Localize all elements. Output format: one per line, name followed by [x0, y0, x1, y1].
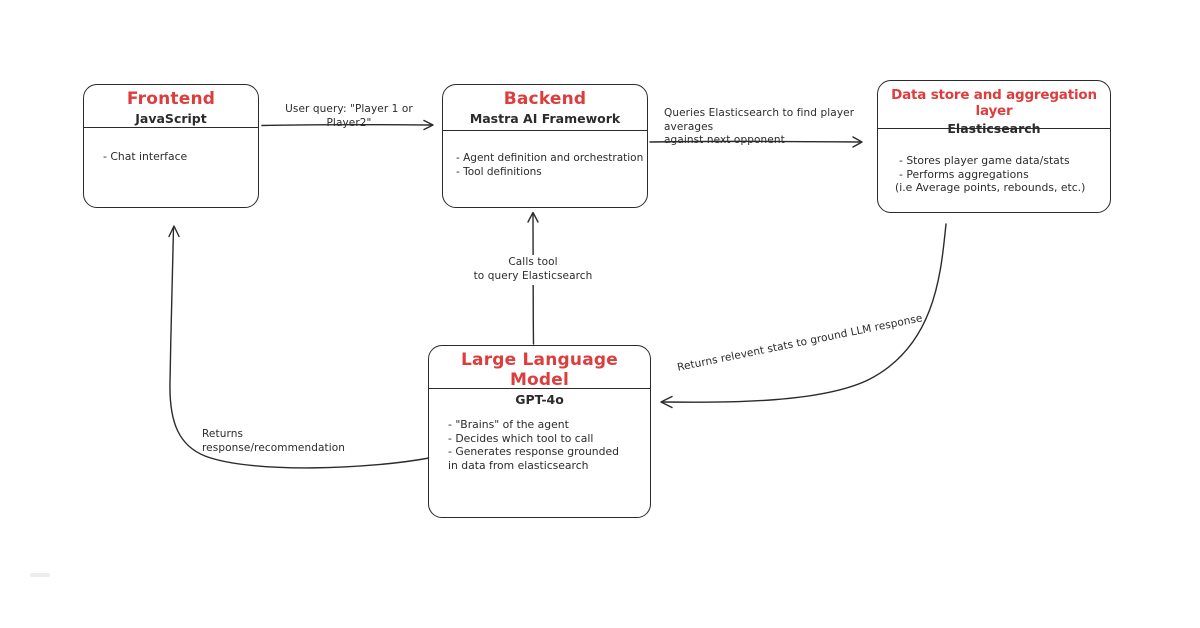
edge-label-returns-response: Returns response/recommendation: [202, 428, 346, 454]
node-backend: Backend Mastra AI Framework - Agent defi…: [442, 84, 648, 208]
edge-label-queries-elasticsearch: Queries Elasticsearch to find player ave…: [664, 107, 855, 146]
node-datastore-body-line: - Performs aggregations: [899, 167, 1029, 181]
node-datastore: Data store and aggregation layer Elastic…: [877, 80, 1111, 213]
arrowhead-user-query: [423, 119, 434, 131]
arrow-queries-elasticsearch: [649, 140, 861, 143]
arrow-returns-stats: [662, 223, 947, 403]
node-frontend-body: - Chat interface: [84, 128, 258, 164]
arrowhead-calls-tool: [527, 211, 539, 223]
node-frontend-header: Frontend JavaScript: [84, 85, 258, 128]
node-llm-body-line: - Decides which tool to call: [448, 431, 594, 445]
arrow-returns-response: [169, 227, 430, 469]
node-llm-title: Large Language Model: [461, 350, 618, 390]
watermark-smudge: [30, 573, 50, 577]
node-datastore-body-line: (i.e Average points, rebounds, etc.): [895, 181, 1086, 194]
node-llm-header: Large Language Model GPT-4o: [429, 346, 650, 407]
node-datastore-header: Data store and aggregation layer Elastic…: [878, 81, 1110, 136]
node-backend-body: - Agent definition and orchestration - T…: [443, 131, 647, 179]
arrowhead-returns-stats: [660, 395, 673, 409]
node-datastore-subtitle: Elasticsearch: [947, 121, 1041, 136]
arrowhead-queries-elasticsearch: [852, 136, 863, 148]
node-datastore-title: Data store and aggregation layer: [891, 87, 1097, 119]
node-llm-body-line: - Generates response grounded: [448, 445, 619, 458]
node-backend-body-line: - Agent definition and orchestration: [456, 152, 644, 164]
edge-label-calls-tool: Calls tool to query Elasticsearch: [466, 255, 600, 285]
node-datastore-body: - Stores player game data/stats - Perfor…: [878, 129, 1110, 195]
node-llm-body-line: in data from elasticsearch: [448, 458, 589, 472]
node-backend-body-line: - Tool definitions: [456, 165, 542, 178]
node-frontend-body-line: - Chat interface: [103, 150, 188, 163]
node-llm-body-line: - "Brains" of the agent: [448, 418, 569, 431]
node-backend-title: Backend: [503, 89, 587, 109]
node-llm-body: - "Brains" of the agent - Decides which …: [429, 389, 650, 472]
node-frontend-title: Frontend: [126, 89, 216, 109]
node-llm-subtitle: GPT-4o: [515, 392, 564, 407]
arrowhead-returns-response: [168, 225, 180, 238]
node-datastore-body-line: - Stores player game data/stats: [899, 154, 1070, 167]
edge-label-user-query: User query: "Player 1 or Player2": [285, 103, 413, 129]
node-frontend: Frontend JavaScript - Chat interface: [83, 84, 259, 208]
node-backend-subtitle: Mastra AI Framework: [469, 111, 621, 126]
node-llm: Large Language Model GPT-4o - "Brains" o…: [428, 345, 651, 518]
node-backend-header: Backend Mastra AI Framework: [443, 85, 647, 131]
node-frontend-subtitle: JavaScript: [135, 111, 207, 126]
arrow-user-query: [261, 123, 432, 127]
